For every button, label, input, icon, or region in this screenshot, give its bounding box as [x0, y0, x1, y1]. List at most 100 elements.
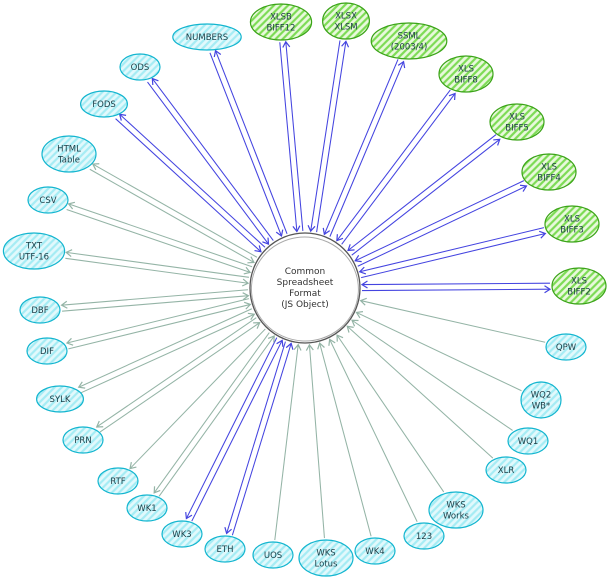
format-node-label: RTF: [110, 477, 125, 487]
edge-dif: [65, 298, 250, 346]
format-node-fods: FODS: [79, 90, 128, 118]
edge-xls-biff3: [361, 230, 547, 279]
edge-ods: [151, 77, 274, 241]
format-node-label: UTF-16: [19, 253, 49, 263]
format-node-dbf: DBF: [19, 296, 61, 324]
format-node-qpw: QPW: [545, 333, 587, 361]
edge-eth: [231, 342, 294, 536]
format-node-label: WK4: [365, 547, 384, 557]
edge-numbers: [213, 49, 288, 235]
edge-wq1: [351, 319, 513, 431]
format-node-label: XLSM: [334, 23, 357, 33]
edge-html-table: [91, 163, 258, 258]
edge-fods: [115, 118, 262, 253]
format-node-label: XLSB: [270, 13, 292, 23]
format-node-label: XLR: [498, 466, 515, 476]
format-node-label: XLS: [458, 65, 474, 75]
format-node-label: WK3: [172, 530, 191, 540]
format-node-label: CSV: [39, 196, 56, 206]
edge-xls-biff8: [341, 92, 456, 245]
edge-wk1: [153, 332, 270, 494]
edge-html-table: [89, 168, 255, 264]
center-node-label: (JS Object): [281, 300, 329, 310]
edge-xlsb: [279, 42, 301, 233]
format-node-label: XLSX: [335, 12, 357, 22]
format-node-label: WQ1: [518, 437, 539, 447]
edge-csv: [66, 209, 252, 275]
edge-xls-biff4: [357, 184, 528, 267]
format-node-label: (2003/4): [391, 43, 428, 53]
edge-lotus-123: [328, 338, 418, 523]
format-node-eth: ETH: [204, 535, 246, 563]
format-node-label: BIFF5: [505, 124, 529, 134]
edge-qpw: [359, 297, 546, 343]
edge-ssml: [329, 60, 406, 237]
format-node-label: XLS: [571, 277, 587, 287]
edge-wk3: [191, 339, 284, 522]
edge-xlr: [346, 325, 494, 459]
edge-sylk: [77, 308, 253, 389]
center-node-label: Format: [289, 289, 321, 299]
format-node-label: BIFF3: [560, 226, 584, 236]
edge-xls-biff5: [351, 138, 501, 256]
format-node-lotus-123: 123: [403, 522, 445, 550]
edge-xls-biff8: [336, 89, 451, 242]
edge-dbf: [60, 289, 248, 309]
format-node-label: XLS: [541, 163, 557, 173]
format-node-label: PRN: [74, 436, 91, 446]
edge-wks-works: [336, 334, 445, 493]
format-node-label: DBF: [31, 306, 48, 316]
edge-xls-biff5: [347, 134, 497, 252]
edge-xlsx: [316, 40, 350, 233]
edge-prn: [99, 322, 261, 433]
format-node-label: BIFF12: [267, 24, 296, 34]
format-node-label: Table: [57, 156, 80, 166]
edge-fods: [118, 113, 266, 248]
format-node-label: DIF: [40, 347, 54, 357]
format-node-label: QPW: [556, 343, 577, 353]
edge-xls-biff2: [362, 285, 552, 294]
format-node-label: WB*: [532, 402, 551, 412]
edge-rtf: [129, 328, 266, 470]
format-node-label: WQ2: [531, 391, 552, 401]
format-node-wk1: WK1: [126, 494, 168, 522]
format-node-label: UOS: [264, 551, 282, 561]
format-node-label: WKS: [446, 501, 465, 511]
format-node-ssml: SSML(2003/4): [370, 22, 448, 60]
format-node-uos: UOS: [252, 541, 294, 569]
edge-xlsx: [307, 40, 341, 233]
format-node-label: HTML: [57, 145, 81, 155]
format-node-label: XLS: [509, 113, 525, 123]
edge-xls-biff2: [360, 280, 550, 289]
edge-txt: [65, 249, 250, 278]
edge-xls-biff3: [358, 227, 545, 275]
format-node-dif: DIF: [26, 337, 68, 365]
edge-wk4: [317, 342, 372, 537]
format-node-label: Lotus: [315, 560, 339, 570]
edge-sylk: [80, 312, 256, 394]
format-node-label: NUMBERS: [186, 33, 228, 43]
format-node-label: SSML: [398, 32, 421, 42]
format-node-wq1: WQ1: [507, 427, 549, 455]
edge-dbf: [62, 292, 250, 312]
format-node-label: Works: [443, 512, 470, 522]
format-node-numbers: NUMBERS: [172, 23, 242, 51]
edge-wk3: [185, 337, 278, 520]
format-node-label: ETH: [217, 545, 234, 555]
edge-dif: [68, 301, 252, 350]
edge-wks-lotus: [305, 343, 325, 539]
format-node-wk4: WK4: [354, 537, 396, 565]
edge-csv: [67, 201, 253, 268]
edge-xlsb: [282, 40, 304, 232]
format-node-label: 123: [416, 532, 432, 542]
